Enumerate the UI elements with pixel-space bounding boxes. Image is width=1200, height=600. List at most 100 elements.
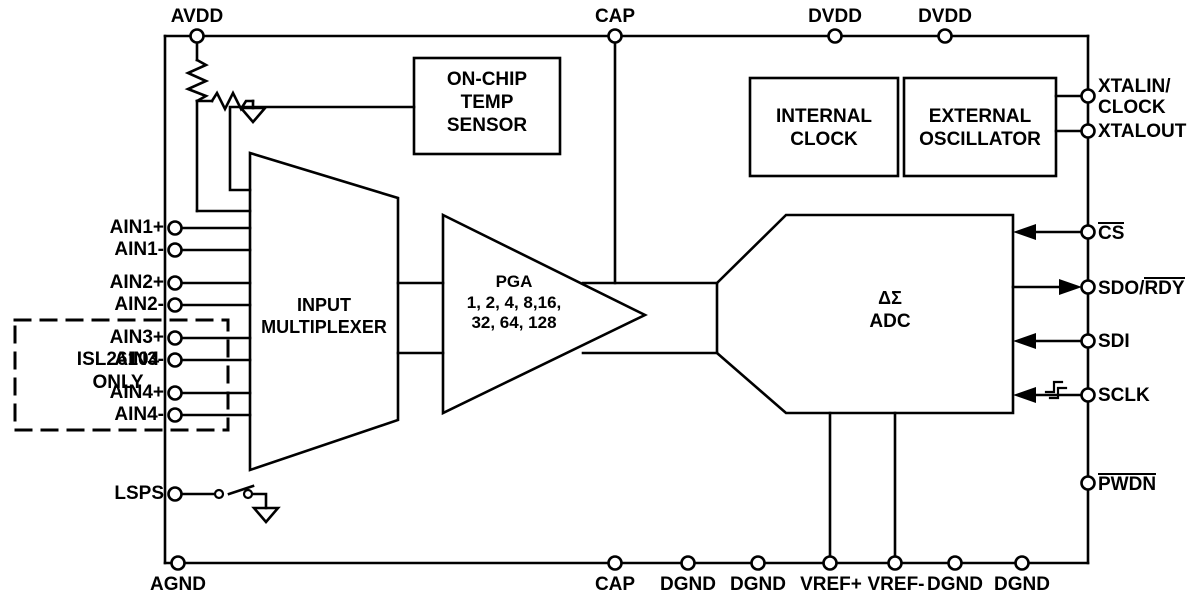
ground-symbol-2: [251, 506, 281, 524]
pin-node-sclk: [1080, 387, 1096, 403]
internal-clock-line2: CLOCK: [790, 129, 858, 151]
pin-node-sdo: [1080, 279, 1096, 295]
pin-node-avdd: [189, 28, 205, 44]
pin-label-pwdn-text: PWDN: [1098, 473, 1157, 495]
pin-node-ain2n: [167, 297, 183, 313]
pin-node-dvdd-1: [827, 28, 843, 44]
pin-label-xtalout: XTALOUT: [1098, 121, 1187, 142]
pin-label-ain3n: AIN3-: [114, 349, 164, 370]
adc-shape: [715, 213, 1015, 415]
pin-node-ain3p: [167, 330, 183, 346]
arrow-cs: [1013, 224, 1036, 240]
input-mux-shape: [248, 151, 400, 472]
arrow-sdo: [1059, 279, 1082, 295]
temp-sensor-line3: SENSOR: [446, 115, 528, 137]
pin-node-cap-top: [607, 28, 623, 44]
isl26104-only-box: [13, 318, 230, 432]
input-mux-line2: MULTIPLEXER: [261, 316, 387, 337]
pin-label-sclk: SCLK: [1098, 385, 1150, 406]
pin-node-xtalin: [1080, 88, 1096, 104]
pin-node-pwdn: [1080, 475, 1096, 491]
pga-line3: 32, 64, 128: [471, 313, 557, 333]
pin-node-ain4p: [167, 385, 183, 401]
schmitt-trigger-icon: [1044, 380, 1068, 400]
pin-label-cap-top: CAP: [594, 6, 636, 27]
pin-label-cs-text: CS: [1098, 222, 1125, 244]
isl26104-only-line2: ONLY: [92, 372, 144, 394]
internal-clock-box: [748, 76, 900, 178]
pin-label-dgnd-4: DGND: [994, 574, 1050, 595]
pin-node-ain1p: [167, 220, 183, 236]
pin-node-dgnd-4: [1014, 555, 1030, 571]
pga-label: PGA 1, 2, 4, 8,16, 32, 64, 128: [444, 272, 584, 334]
pin-label-vrefp: VREF+: [800, 574, 862, 595]
temp-sensor-line2: TEMP: [460, 92, 514, 114]
pin-node-sdi: [1080, 333, 1096, 349]
pin-label-sdo-rdy: SDO/RDY: [1098, 277, 1185, 299]
pin-label-xtalin: XTALIN/ CLOCK: [1098, 76, 1170, 119]
pga-line1: PGA: [495, 272, 533, 291]
pin-label-sdi: SDI: [1098, 331, 1130, 352]
pin-label-ain1n: AIN1-: [114, 239, 164, 260]
pin-label-ain3p: AIN3+: [109, 327, 164, 348]
internal-clock-line1: INTERNAL: [775, 106, 873, 127]
adc-line1: ΔΣ: [878, 288, 902, 308]
pin-node-dvdd-2: [937, 28, 953, 44]
pin-label-ain1p: AIN1+: [109, 217, 164, 238]
ground-symbol-1: [238, 106, 268, 124]
pin-label-dgnd-1: DGND: [660, 574, 716, 595]
pin-node-lsps: [167, 486, 183, 502]
pin-node-vrefn: [887, 555, 903, 571]
switch-terminal-right: [242, 488, 254, 500]
external-oscillator-box: [902, 76, 1058, 178]
pga-line2: 1, 2, 4, 8,16,: [466, 292, 562, 312]
pin-node-cs: [1080, 224, 1096, 240]
pin-node-ain2p: [167, 275, 183, 291]
pin-label-sdo-prefix: SDO/: [1098, 278, 1145, 299]
pin-node-dgnd-1: [680, 555, 696, 571]
pin-label-xtalin-line2: CLOCK: [1098, 97, 1166, 119]
pin-label-dgnd-3: DGND: [927, 574, 983, 595]
pin-node-agnd: [170, 555, 186, 571]
pin-label-ain2n: AIN2-: [114, 294, 164, 315]
temp-sensor-to-mux: [228, 105, 416, 192]
input-mux-line1: INPUT: [297, 295, 351, 315]
switch-terminal-left: [213, 488, 225, 500]
pin-label-xtalin-line1: XTALIN/: [1098, 76, 1171, 97]
pin-node-dgnd-2: [750, 555, 766, 571]
input-mux-label: INPUT MULTIPLEXER: [248, 295, 400, 339]
pin-label-ain2p: AIN2+: [109, 272, 164, 293]
temp-sensor-label: ON-CHIP TEMP SENSOR: [414, 68, 560, 138]
pin-node-dgnd-3: [947, 555, 963, 571]
pin-label-cs: CS: [1098, 222, 1125, 244]
resistor-horizontal: [210, 90, 255, 112]
pin-label-cap-bottom: CAP: [594, 574, 636, 595]
arrow-sdi: [1013, 333, 1036, 349]
pin-label-ain4n: AIN4-: [114, 404, 164, 425]
pin-label-vrefn: VREF-: [867, 574, 925, 595]
external-oscillator-line2: OSCILLATOR: [919, 129, 1041, 151]
internal-clock-label: INTERNAL CLOCK: [750, 105, 898, 151]
pin-node-cap-bottom: [607, 555, 623, 571]
pin-node-vrefp: [822, 555, 838, 571]
switch-blade: [227, 484, 255, 496]
temp-sensor-line1: ON-CHIP: [446, 69, 528, 90]
pin-label-dvdd-1: DVDD: [808, 6, 862, 27]
isl26104-only-line1: ISL26104: [76, 349, 160, 370]
external-oscillator-line1: EXTERNAL: [928, 106, 1032, 127]
external-oscillator-label: EXTERNAL OSCILLATOR: [902, 105, 1058, 151]
resistor-vertical: [184, 58, 210, 103]
pin-label-avdd: AVDD: [170, 6, 224, 27]
adc-line2: ADC: [869, 310, 911, 332]
pin-label-dgnd-2: DGND: [730, 574, 786, 595]
pin-node-ain1n: [167, 242, 183, 258]
pga-shape: [441, 212, 648, 416]
pin-node-xtalout: [1080, 123, 1096, 139]
pin-node-ain3n: [167, 352, 183, 368]
isl26104-only-label: ISL26104 ONLY: [18, 348, 218, 394]
pin-node-ain4n: [167, 407, 183, 423]
pin-label-lsps: LSPS: [114, 483, 164, 504]
arrow-sclk: [1013, 387, 1036, 403]
